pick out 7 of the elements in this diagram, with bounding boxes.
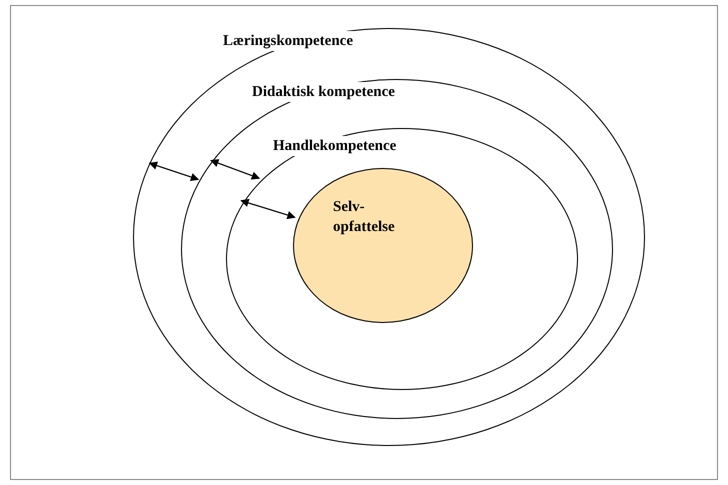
ring-ellipse xyxy=(181,79,613,419)
double-arrow xyxy=(148,162,200,182)
double-arrow xyxy=(240,198,296,220)
ring-ellipse xyxy=(133,28,645,446)
ring-label: Selv- opfattelse xyxy=(332,198,396,237)
ring-ellipse xyxy=(226,128,578,390)
double-arrow xyxy=(210,159,260,180)
